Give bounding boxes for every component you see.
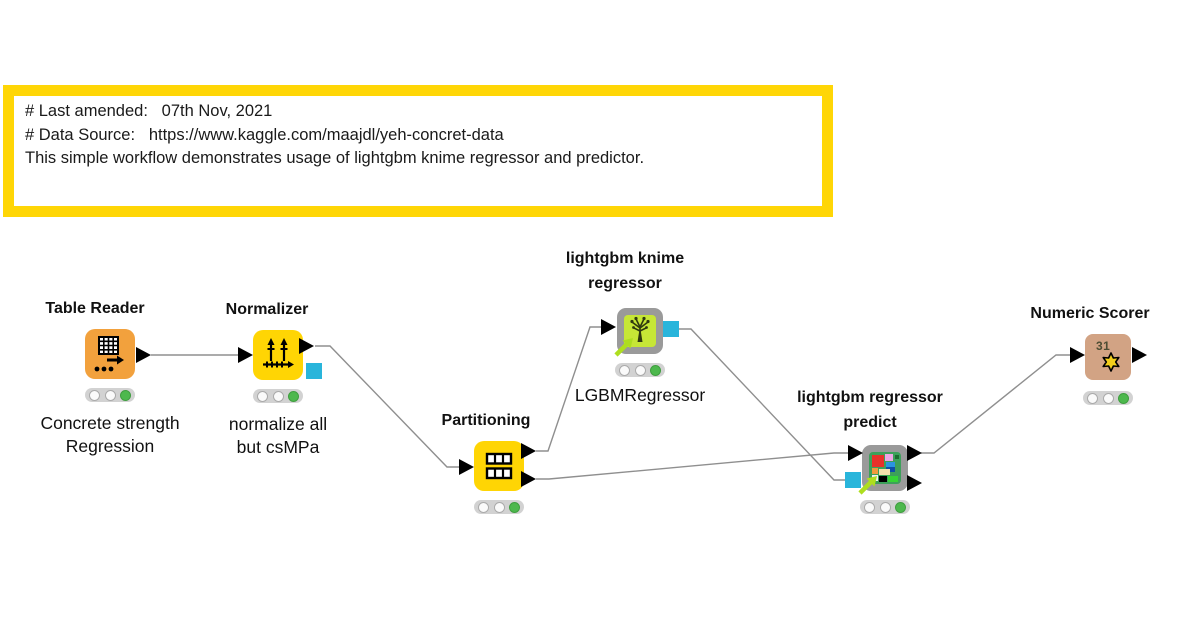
numeric-scorer-icon[interactable]: 31 [1070, 334, 1147, 380]
edge-regressor-predict-model[interactable] [678, 328, 845, 481]
normalizer-icon[interactable] [238, 330, 322, 380]
numeric-scorer-status-light [1083, 391, 1133, 405]
partitioning-output-port-2[interactable] [521, 471, 536, 487]
normalize-axes-icon [263, 338, 294, 368]
lightgbm-predict-icon[interactable] [845, 445, 922, 495]
node-title-lightgbm-regressor[interactable]: lightgbm knime regressor [565, 250, 685, 292]
table-reader-output-port[interactable] [136, 347, 151, 363]
table-reader-icon[interactable] [85, 329, 151, 379]
node-title-lightgbm-predict[interactable]: lightgbm regressor predict [797, 389, 943, 431]
annotation-line-2: # Data Source: https://www.kaggle.com/ma… [25, 125, 504, 144]
table-arrow-icon [94, 336, 124, 372]
normalizer-status-light [253, 389, 303, 403]
lightgbm-predict-output-port-1[interactable] [907, 445, 922, 461]
edge-partitioning-predict[interactable] [536, 452, 848, 480]
lightgbm-predict-status-light [860, 500, 910, 514]
split-table-icon [485, 452, 513, 480]
node-table-reader[interactable]: Table Reader Concrete strength [40, 300, 179, 456]
numeric-scorer-output-port[interactable] [1132, 347, 1147, 363]
node-title-partitioning[interactable]: Partitioning [441, 412, 531, 429]
node-partitioning[interactable]: Partitioning [442, 412, 536, 514]
normalizer-input-port[interactable] [238, 347, 253, 363]
edge-predict-scorer[interactable] [921, 354, 1070, 454]
lightgbm-predict-data-input-port[interactable] [848, 445, 863, 461]
node-title-table-reader[interactable]: Table Reader [45, 300, 145, 317]
node-lightgbm-regressor[interactable]: lightgbm knime regressor [566, 250, 705, 405]
predictor-arrow-icon [858, 476, 877, 495]
table-reader-caption[interactable]: Concrete strength Regression [40, 413, 180, 456]
normalizer-model-output-port[interactable] [306, 363, 322, 379]
edge-partitioning-regressor[interactable] [536, 326, 601, 452]
learner-arrow-icon [614, 338, 633, 357]
partitioning-input-port[interactable] [459, 459, 474, 475]
tree-icon [624, 315, 656, 347]
numeric-scorer-input-port[interactable] [1070, 347, 1085, 363]
partitioning-output-port-1[interactable] [521, 443, 536, 459]
lightgbm-predict-output-port-2[interactable] [907, 475, 922, 491]
node-numeric-scorer[interactable]: Numeric Scorer 31 [1030, 305, 1150, 405]
lightgbm-predict-model-input-port[interactable] [845, 472, 861, 488]
node-title-numeric-scorer[interactable]: Numeric Scorer [1030, 305, 1150, 322]
lightgbm-regressor-input-port[interactable] [601, 319, 616, 335]
partitioning-status-light [474, 500, 524, 514]
star-icon [1102, 352, 1120, 372]
lightgbm-regressor-icon[interactable] [601, 308, 679, 357]
table-reader-status-light [85, 388, 135, 402]
normalizer-data-output-port[interactable] [299, 338, 314, 354]
node-title-normalizer[interactable]: Normalizer [225, 301, 309, 318]
node-lightgbm-predict[interactable]: lightgbm regressor predict [797, 389, 943, 514]
workflow-annotation-box[interactable]: # Last amended: 07th Nov, 2021 # Data So… [3, 85, 833, 217]
lightgbm-regressor-caption[interactable]: LGBMRegressor [574, 385, 706, 405]
partitioning-icon[interactable] [459, 441, 536, 491]
edge-normalizer-partitioning[interactable] [315, 345, 460, 468]
lightgbm-regressor-model-output-port[interactable] [663, 321, 679, 337]
annotation-line-3: This simple workflow demonstrates usage … [25, 149, 645, 167]
node-normalizer[interactable]: Normalizer normaliz [226, 301, 327, 457]
lightgbm-regressor-status-light [615, 363, 665, 377]
annotation-line-1: # Last amended: 07th Nov, 2021 [25, 102, 273, 120]
normalizer-caption[interactable]: normalize all but csMPa [228, 414, 328, 457]
scorer-number-label: 31 [1096, 339, 1111, 353]
